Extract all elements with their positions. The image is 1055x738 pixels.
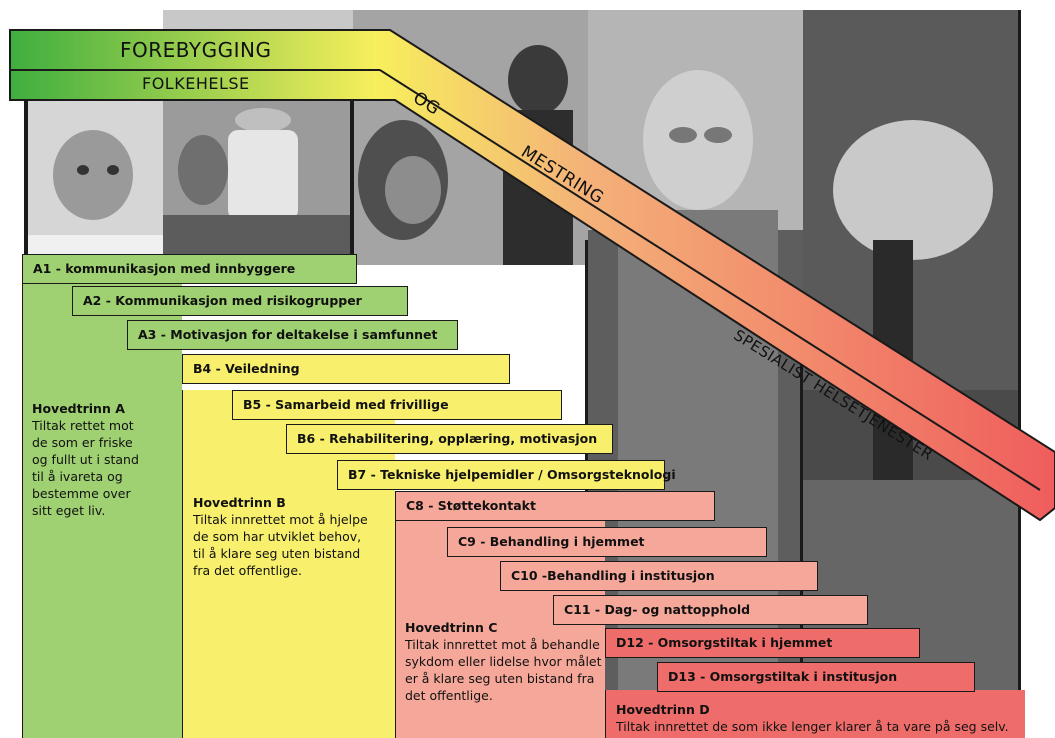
band-shape xyxy=(9,29,1055,522)
hovedtrinn-c-title: Hovedtrinn C xyxy=(405,620,498,635)
step-b5: B5 - Samarbeid med frivillige xyxy=(232,390,562,420)
hovedtrinn-b-text: Tiltak innrettet mot å hjelpe de som har… xyxy=(193,512,368,578)
step-d13: D13 - Omsorgstiltak i institusjon xyxy=(657,662,975,692)
frame-line-c2 xyxy=(800,300,803,730)
step-a1: A1 - kommunikasjon med innbyggere xyxy=(22,254,357,284)
step-b4: B4 - Veiledning xyxy=(182,354,510,384)
hovedtrinn-a-text: Tiltak rettet mot de som er friske og fu… xyxy=(32,418,139,518)
frame-line-c3 xyxy=(1018,10,1021,730)
hovedtrinn-c: Hovedtrinn C Tiltak innrettet mot å beha… xyxy=(405,619,603,704)
hovedtrinn-c-text: Tiltak innrettet mot å behandle sykdom e… xyxy=(405,637,602,703)
hovedtrinn-b: Hovedtrinn B Tiltak innrettet mot å hjel… xyxy=(193,494,373,579)
band-diagonal-line xyxy=(379,69,1041,491)
step-c11: C11 - Dag- og nattopphold xyxy=(553,595,868,625)
step-d12: D12 - Omsorgstiltak i hjemmet xyxy=(605,628,920,658)
frame-line-mid xyxy=(350,95,354,255)
step-a2: A2 - Kommunikasjon med risikogrupper xyxy=(72,286,408,316)
hovedtrinn-a-title: Hovedtrinn A xyxy=(32,401,125,416)
step-c9: C9 - Behandling i hjemmet xyxy=(447,527,767,557)
hovedtrinn-d: Hovedtrinn D Tiltak innrettet de som ikk… xyxy=(616,701,1026,735)
step-b6: B6 - Rehabilitering, opplæring, motivasj… xyxy=(286,424,613,454)
column-d xyxy=(605,690,1025,738)
hovedtrinn-a: Hovedtrinn A Tiltak rettet mot de som er… xyxy=(32,400,152,519)
frame-line-left xyxy=(24,95,28,255)
step-c8: C8 - Støttekontakt xyxy=(395,491,715,521)
hovedtrinn-d-title: Hovedtrinn D xyxy=(616,702,710,717)
hovedtrinn-b-title: Hovedtrinn B xyxy=(193,495,286,510)
hovedtrinn-d-text: Tiltak innrettet de som ikke lenger klar… xyxy=(616,719,1009,734)
step-b7: B7 - Tekniske hjelpemidler / Omsorgstekn… xyxy=(337,460,676,490)
baby-photo xyxy=(28,95,163,255)
step-c10: C10 -Behandling i institusjon xyxy=(500,561,818,591)
step-a3: A3 - Motivasjon for deltakelse i samfunn… xyxy=(127,320,458,350)
band-label-forebygging: FOREBYGGING xyxy=(120,38,272,62)
band-label-folkehelse: FOLKEHELSE xyxy=(142,74,250,93)
